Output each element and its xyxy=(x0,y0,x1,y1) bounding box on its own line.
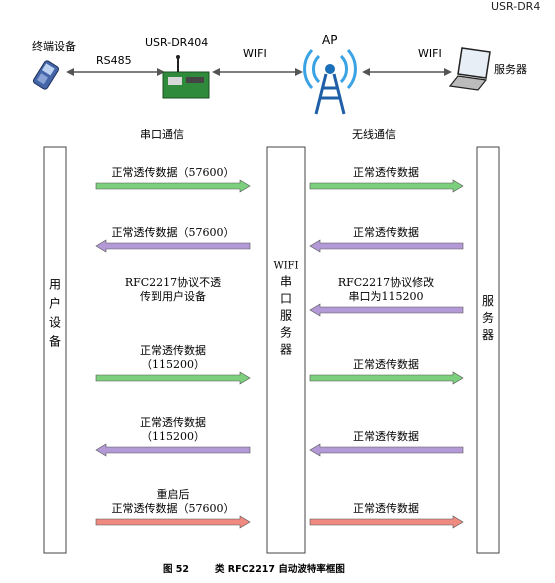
server-column-label-char: 务 xyxy=(482,310,494,325)
message-rows: 正常透传数据（57600）正常透传数据正常透传数据（57600）正常透传数据RF… xyxy=(95,165,464,529)
wifi-link-module-ap xyxy=(212,68,303,76)
row-3-left-label: 传到用户设备 xyxy=(140,289,206,303)
row-6-right-arrow xyxy=(309,515,464,529)
ap-label: AP xyxy=(322,33,337,47)
row-2-left-label: 正常透传数据（57600） xyxy=(112,225,235,239)
wifi-server-label-char: 串 xyxy=(280,275,292,289)
row-4-left-label: （115200） xyxy=(141,358,205,371)
server-column-label: 服务器 xyxy=(482,294,494,342)
row-4-left-arrow xyxy=(95,371,251,385)
user-device-label: 用户设备 xyxy=(49,278,61,349)
row-6-left-label: 正常透传数据（57600） xyxy=(112,501,235,515)
ap-tower-icon xyxy=(303,48,357,115)
wifi-module-icon xyxy=(162,55,210,99)
row-2-right-arrow xyxy=(309,239,464,253)
wifi-link-ap-server xyxy=(362,68,452,76)
wifi-label-2: WIFI xyxy=(418,47,442,60)
row-6-left-label: 重启后 xyxy=(157,487,190,501)
user-device-label-char: 备 xyxy=(49,335,61,349)
row-5-left-arrow xyxy=(95,443,251,457)
row-5-right-label: 正常透传数据 xyxy=(353,429,419,443)
row-1-right-arrow xyxy=(309,179,464,193)
row-3-left-label: RFC2217协议不透 xyxy=(125,275,221,289)
row-3-right-label: 串口为115200 xyxy=(349,290,424,303)
laptop-server-icon xyxy=(448,47,491,91)
row-1-left-label: 正常透传数据（57600） xyxy=(112,165,235,179)
wifi-label-1: WIFI xyxy=(243,47,267,60)
row-4-left-label: 正常透传数据 xyxy=(140,343,206,357)
wifi-server-label-char: 务 xyxy=(280,325,292,340)
row-5-left-label: （115200） xyxy=(141,430,205,443)
wifi-server-label: WIFI 串口服务器 xyxy=(273,261,298,357)
row-2-left-arrow xyxy=(95,239,251,253)
server-column xyxy=(476,146,500,554)
section-title-serial: 串口通信 xyxy=(140,128,184,141)
user-device-column xyxy=(43,146,67,554)
row-1-left-arrow xyxy=(95,179,251,193)
row-4-right-arrow xyxy=(309,371,464,385)
server-column-label-char: 服 xyxy=(482,294,494,308)
module-label: USR-DR404 xyxy=(145,36,208,49)
row-3-right-label: RFC2217协议修改 xyxy=(338,275,434,289)
row-4-right-label: 正常透传数据 xyxy=(353,357,419,371)
row-5-left-label: 正常透传数据 xyxy=(140,415,206,429)
wifi-server-label-char: 口 xyxy=(280,292,292,306)
device-label: 终端设备 xyxy=(32,39,76,53)
user-device-label-char: 用 xyxy=(49,278,61,292)
corner-header-text: USR-DR4 xyxy=(491,0,540,13)
row-6-right-label: 正常透传数据 xyxy=(353,501,419,515)
wifi-server-column xyxy=(266,146,306,554)
wifi-server-label-char: 器 xyxy=(280,343,292,357)
row-3-right-arrow xyxy=(309,303,464,317)
server-top-label: 服务器 xyxy=(494,63,527,76)
row-6-left-arrow xyxy=(95,515,251,529)
rs485-link xyxy=(66,68,165,76)
row-1-right-label: 正常透传数据 xyxy=(353,165,419,179)
figure-number: 图 52 xyxy=(163,564,189,575)
row-5-right-arrow xyxy=(309,443,464,457)
wifi-server-label-char: WIFI xyxy=(273,261,298,272)
user-device-label-char: 设 xyxy=(49,316,61,330)
server-column-label-char: 器 xyxy=(482,328,494,342)
user-device-label-char: 户 xyxy=(49,296,61,311)
handheld-terminal-icon xyxy=(32,60,60,90)
wifi-server-label-char: 服 xyxy=(280,309,292,323)
rs485-label: RS485 xyxy=(96,54,132,67)
row-2-right-label: 正常透传数据 xyxy=(353,225,419,239)
section-title-wireless: 无线通信 xyxy=(352,127,396,141)
figure-caption: 类 RFC2217 自动波特率框图 xyxy=(215,563,345,575)
